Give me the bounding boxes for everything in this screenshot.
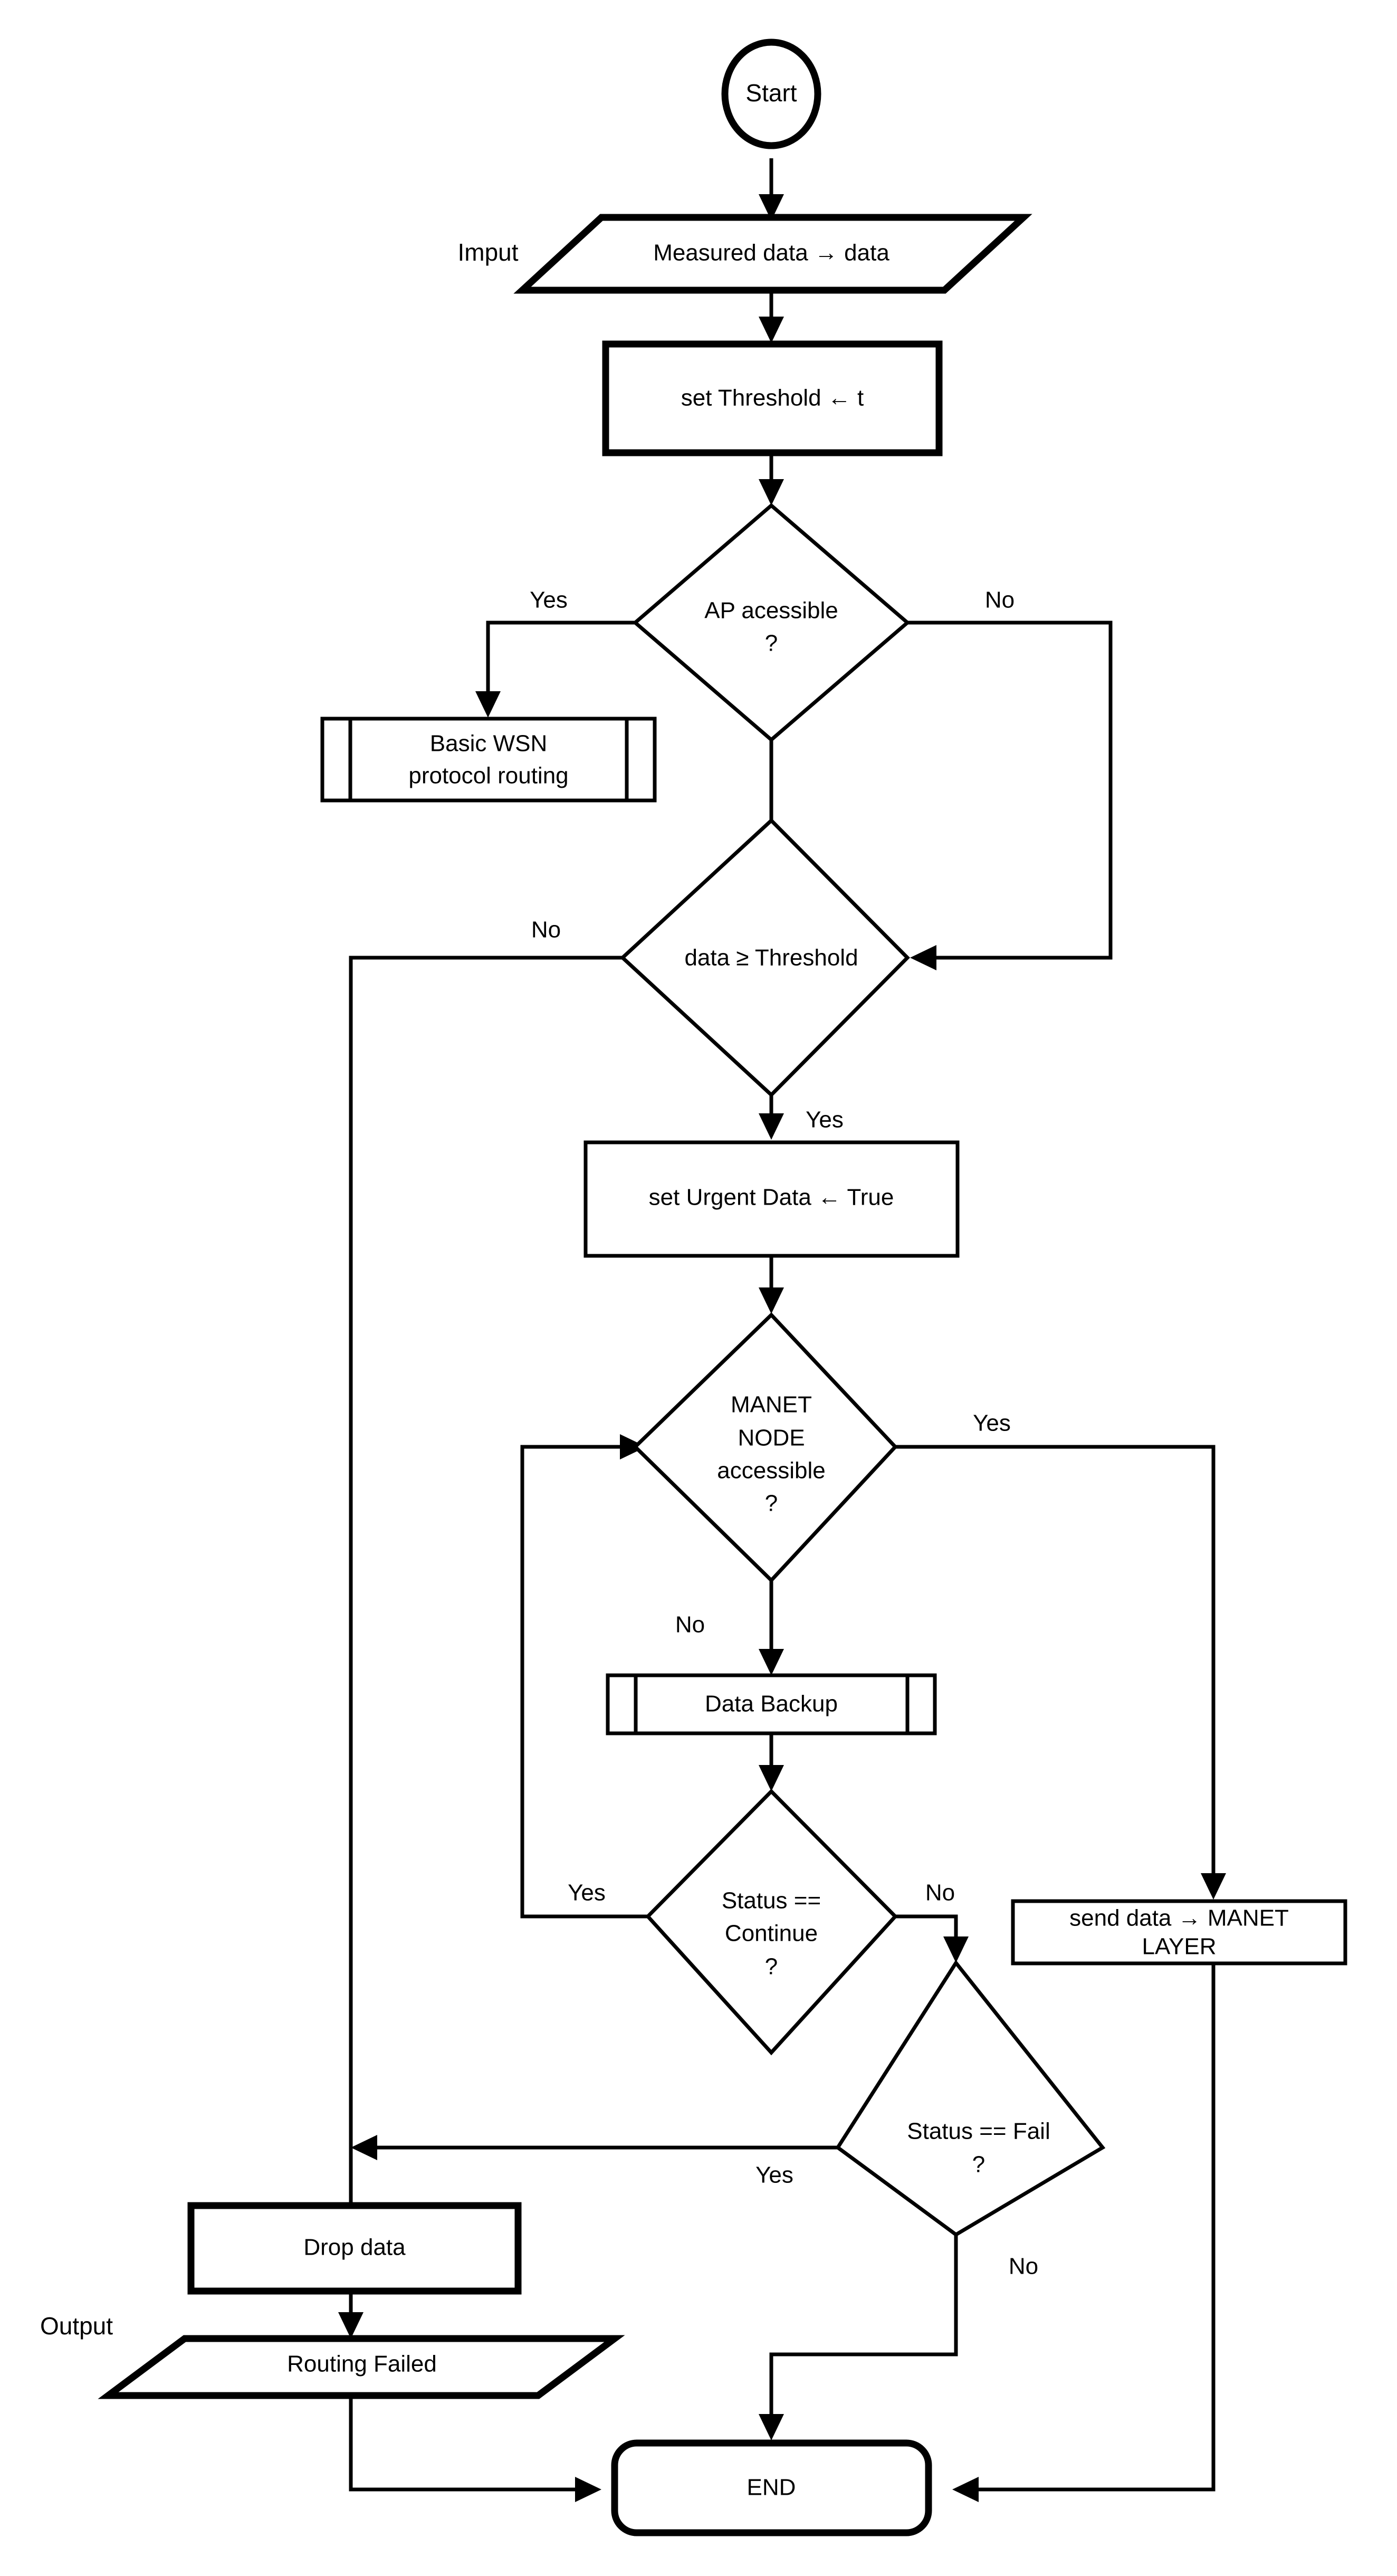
node-end[interactable]: END (611, 2439, 932, 2536)
node-data-threshold[interactable]: data ≥ Threshold (619, 818, 910, 1098)
edge-label-fail-no: No (1009, 2254, 1038, 2279)
edge-fail-yes-to-drop-line (351, 2135, 838, 2160)
node-set-threshold-label: set Threshold ← t (681, 385, 864, 411)
edge-start-to-input (759, 158, 784, 221)
node-input-measured-label: Measured data → data (653, 240, 889, 266)
node-send-manet-label-2: LAYER (1142, 1934, 1216, 1960)
edge-ap-no-to-data-threshold (907, 621, 1113, 970)
node-drop-data-label: Drop data (303, 2235, 406, 2260)
edge-label-manet-yes: Yes (973, 1410, 1011, 1436)
node-data-backup-label: Data Backup (705, 1691, 838, 1717)
node-basic-wsn-label-2: protocol routing (408, 763, 568, 789)
node-set-threshold[interactable]: set Threshold ← t (602, 340, 943, 456)
edge-manet-yes-to-send (895, 1445, 1226, 1900)
node-status-fail-label-2: ? (972, 2152, 985, 2178)
node-status-continue[interactable]: Status == Continue ? (645, 1789, 898, 2056)
input-side-label: Imput (457, 238, 518, 266)
node-manet-label-3: accessible (717, 1458, 825, 1484)
edge-manet-no-to-backup (759, 1580, 784, 1675)
edge-label-threshold-yes: Yes (806, 1107, 844, 1133)
node-status-fail[interactable]: Status == Fail ? (835, 1959, 1106, 2237)
node-data-threshold-label: data ≥ Threshold (684, 945, 858, 971)
node-routing-failed[interactable]: Routing Failed (98, 2335, 625, 2399)
edge-urgent-to-manet (759, 1256, 784, 1314)
node-start[interactable]: Start (721, 39, 821, 149)
edge-label-threshold-no: No (531, 917, 561, 943)
edge-label-fail-yes: Yes (755, 2162, 793, 2188)
edge-fail-no-to-end (759, 2235, 958, 2440)
edge-label-continue-no: No (925, 1880, 955, 1906)
node-manet-node[interactable]: MANET NODE accessible ? (632, 1312, 898, 1583)
node-routing-failed-label: Routing Failed (287, 2351, 437, 2377)
edge-continue-no-to-fail (895, 1914, 969, 1963)
node-status-fail-label-1: Status == Fail (907, 2119, 1050, 2144)
edge-backup-to-continue (759, 1733, 784, 1791)
node-ap-accessible[interactable]: AP acessible ? (632, 503, 911, 742)
node-basic-wsn[interactable]: Basic WSN protocol routing (320, 717, 657, 803)
node-manet-label-2: NODE (738, 1425, 805, 1451)
node-end-label: END (747, 2475, 796, 2501)
edge-ap-yes-to-wsn (475, 621, 636, 718)
node-send-manet-label-1: send data → MANET (1069, 1905, 1289, 1931)
edge-label-ap-no: No (985, 587, 1015, 613)
edge-label-continue-yes: Yes (568, 1880, 606, 1906)
node-input-measured[interactable]: Measured data → data (513, 214, 1032, 294)
node-ap-accessible-label-2: ? (765, 631, 778, 656)
edge-send-to-end (952, 1963, 1216, 2502)
edge-routing-failed-to-end (349, 2394, 601, 2502)
node-status-continue-label-1: Status == (722, 1888, 821, 1914)
edge-input-to-threshold (759, 289, 784, 343)
node-set-urgent-label: set Urgent Data ← True (649, 1185, 894, 1210)
node-basic-wsn-label-1: Basic WSN (430, 731, 547, 757)
node-set-urgent[interactable]: set Urgent Data ← True (583, 1140, 960, 1258)
node-status-continue-label-2: Continue (725, 1921, 818, 1947)
output-side-label: Output (40, 2312, 113, 2340)
edge-label-ap-yes: Yes (530, 587, 568, 613)
edge-threshold-to-ap (759, 454, 784, 505)
node-manet-label-1: MANET (731, 1392, 812, 1418)
node-start-label: Start (745, 79, 797, 107)
edge-data-no-to-routing-failed (338, 956, 622, 2339)
node-data-backup[interactable]: Data Backup (606, 1673, 937, 1735)
node-ap-accessible-label-1: AP acessible (704, 598, 838, 624)
node-drop-data[interactable]: Drop data (187, 2202, 522, 2295)
node-send-manet[interactable]: send data → MANET LAYER (1011, 1899, 1347, 1966)
edge-label-manet-no: No (675, 1612, 705, 1638)
edge-data-yes-to-urgent (759, 1095, 784, 1140)
node-status-continue-label-3: ? (765, 1954, 778, 1980)
node-manet-label-4: ? (765, 1491, 778, 1516)
